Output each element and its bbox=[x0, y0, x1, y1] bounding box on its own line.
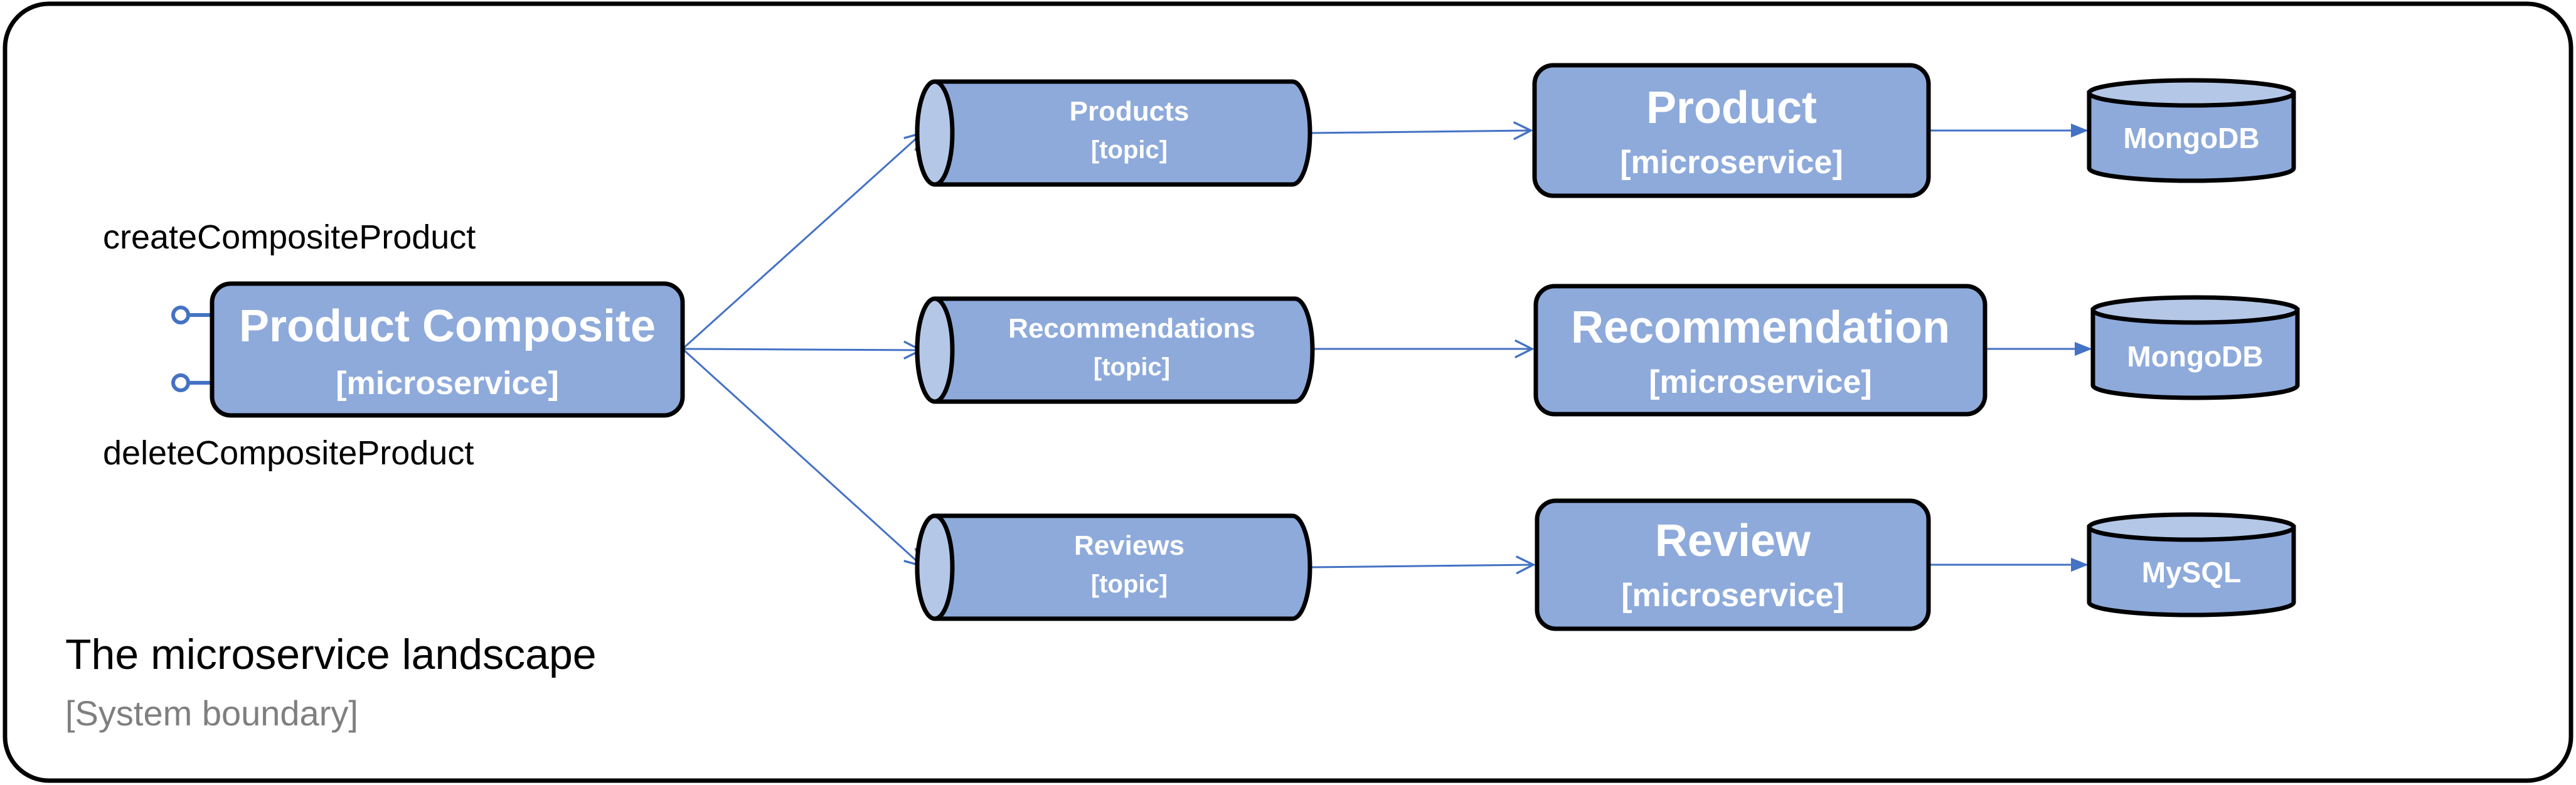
reviews-topic-kind: [topic] bbox=[1091, 570, 1168, 598]
review-database[interactable]: MySQL bbox=[2087, 512, 2296, 617]
edge-composite-to-reviews-topic bbox=[681, 348, 922, 566]
create-operation-label: createCompositeProduct bbox=[103, 218, 476, 256]
recommendation-service-box bbox=[1533, 284, 1988, 417]
product-service-name: Product bbox=[1646, 83, 1817, 133]
create-port-icon[interactable] bbox=[171, 306, 190, 324]
products-topic[interactable]: Products [topic] bbox=[915, 79, 1312, 187]
recommendations-topic-end bbox=[915, 296, 955, 404]
product-database-name: MongoDB bbox=[2123, 122, 2259, 154]
reviews-topic-end bbox=[915, 513, 955, 621]
review-service-kind: [microservice] bbox=[1621, 577, 1844, 614]
review-database-top bbox=[2087, 512, 2296, 542]
product-composite-kind: [microservice] bbox=[336, 365, 559, 402]
product-database-body bbox=[2087, 90, 2296, 183]
recommendation-service-kind: [microservice] bbox=[1649, 364, 1872, 400]
product-composite-service[interactable]: Product Composite [microservice] bbox=[210, 281, 685, 418]
product-database[interactable]: MongoDB bbox=[2087, 78, 2296, 183]
product-database-top bbox=[2087, 78, 2296, 108]
product-composite-name: Product Composite bbox=[239, 301, 656, 351]
product-service-kind: [microservice] bbox=[1620, 144, 1843, 181]
recommendations-topic-name: Recommendations bbox=[1008, 313, 1255, 344]
edge-composite-to-products-topic bbox=[681, 133, 922, 350]
edge-reviews-topic-to-review-service bbox=[1309, 565, 1533, 567]
boundary-subtitle: [System boundary] bbox=[65, 693, 358, 733]
recommendation-service[interactable]: Recommendation [microservice] bbox=[1533, 284, 1988, 417]
review-service-box bbox=[1535, 498, 1931, 631]
review-service[interactable]: Review [microservice] bbox=[1535, 498, 1931, 631]
recommendations-topic-kind: [topic] bbox=[1094, 353, 1170, 381]
product-composite-box bbox=[210, 281, 685, 418]
delete-operation-label: deleteCompositeProduct bbox=[103, 434, 474, 472]
products-topic-end bbox=[915, 79, 955, 187]
recommendation-database-top bbox=[2090, 295, 2300, 325]
product-service[interactable]: Product [microservice] bbox=[1532, 63, 1931, 198]
edge-composite-to-recommendations-topic bbox=[682, 349, 921, 350]
review-database-body bbox=[2087, 525, 2296, 617]
recommendation-database-body bbox=[2090, 307, 2300, 400]
delete-port-icon[interactable] bbox=[171, 373, 190, 392]
reviews-topic[interactable]: Reviews [topic] bbox=[915, 513, 1312, 621]
products-topic-name: Products bbox=[1070, 96, 1190, 127]
recommendation-database[interactable]: MongoDB bbox=[2090, 295, 2300, 400]
recommendation-service-name: Recommendation bbox=[1571, 302, 1950, 353]
recommendation-database-name: MongoDB bbox=[2127, 340, 2263, 373]
review-database-name: MySQL bbox=[2142, 556, 2241, 589]
product-service-box bbox=[1532, 63, 1931, 198]
edge-products-topic-to-product-service bbox=[1309, 131, 1531, 133]
recommendations-topic[interactable]: Recommendations [topic] bbox=[915, 296, 1315, 404]
review-service-name: Review bbox=[1655, 516, 1811, 566]
products-topic-kind: [topic] bbox=[1091, 136, 1168, 164]
boundary-title: The microservice landscape bbox=[65, 631, 597, 678]
reviews-topic-name: Reviews bbox=[1074, 530, 1184, 561]
